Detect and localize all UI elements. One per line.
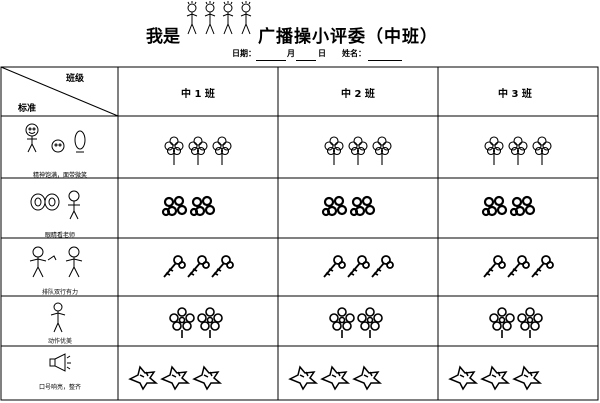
- rating-cell-r2-c2[interactable]: [278, 178, 438, 238]
- corner-class-label: 班级: [66, 74, 85, 84]
- month-blank[interactable]: [256, 60, 286, 61]
- rating-cell-r4-c3[interactable]: [438, 296, 598, 346]
- page-header: 我是 广播操小评委（中班） 日期： 月 日 姓名：: [0, 0, 600, 64]
- rating-cell-r4-c1[interactable]: [118, 296, 278, 346]
- flower-icon: [324, 136, 392, 165]
- rating-cell-r4-c2[interactable]: [278, 296, 438, 346]
- grape-cluster-icon: [161, 195, 216, 217]
- column-header-3: 中 3 班: [498, 89, 532, 100]
- row-label-3: 排队双行有力: [41, 289, 78, 296]
- row-label-2: 眼睛看老师: [44, 232, 75, 239]
- rating-cell-r5-c3[interactable]: [438, 346, 598, 400]
- name-label: 姓名：: [342, 49, 366, 58]
- rating-cell-r3-c3[interactable]: [438, 238, 598, 296]
- name-blank[interactable]: [368, 60, 402, 61]
- rating-cell-r1-c1[interactable]: [118, 116, 278, 178]
- title-left: 我是: [146, 27, 180, 47]
- day-label: 日: [318, 49, 326, 58]
- flower-icon: [484, 136, 552, 165]
- rating-cell-r2-c3[interactable]: [438, 178, 598, 238]
- hand-flower-icon: [163, 255, 234, 278]
- megaphone-icon: [49, 353, 71, 372]
- grape-cluster-icon: [321, 195, 376, 217]
- smiling-child-icon: [25, 123, 86, 153]
- big-flower-icon: [169, 307, 223, 338]
- rating-cell-r3-c1[interactable]: [118, 238, 278, 296]
- row-label-1: 精神饱满，面带微笑: [32, 172, 87, 179]
- rating-cell-r1-c2[interactable]: [278, 116, 438, 178]
- big-flower-icon: [489, 307, 543, 338]
- exercise-child-icon: [50, 302, 66, 333]
- row-label-4: 动作优美: [47, 338, 72, 345]
- rating-cell-r1-c3[interactable]: [438, 116, 598, 178]
- column-header-1: 中 1 班: [181, 89, 215, 100]
- star-scribble-icon: [448, 365, 543, 391]
- rating-cell-r5-c1[interactable]: [118, 346, 278, 400]
- hand-flower-icon: [483, 255, 554, 278]
- row-label-5: 口号响亮，整齐: [38, 384, 81, 391]
- flower-icon: [164, 136, 232, 165]
- rating-cell-r5-c2[interactable]: [278, 346, 438, 400]
- month-label: 月: [287, 49, 295, 58]
- date-label: 日期：: [232, 49, 256, 58]
- lineup-children-icon: [29, 246, 83, 278]
- grape-cluster-icon: [481, 195, 536, 217]
- star-scribble-icon: [288, 365, 383, 391]
- children-drawing-icon: [186, 1, 252, 35]
- rating-cell-r2-c1[interactable]: [118, 178, 278, 238]
- corner-standard-label: 标准: [18, 104, 37, 114]
- day-blank[interactable]: [296, 60, 316, 61]
- big-flower-icon: [329, 307, 383, 338]
- eyes-child-icon: [30, 190, 80, 220]
- title-right: 广播操小评委（中班）: [258, 27, 438, 47]
- column-header-2: 中 2 班: [341, 89, 375, 100]
- star-scribble-icon: [128, 365, 223, 391]
- rating-cell-r3-c2[interactable]: [278, 238, 438, 296]
- hand-flower-icon: [323, 255, 394, 278]
